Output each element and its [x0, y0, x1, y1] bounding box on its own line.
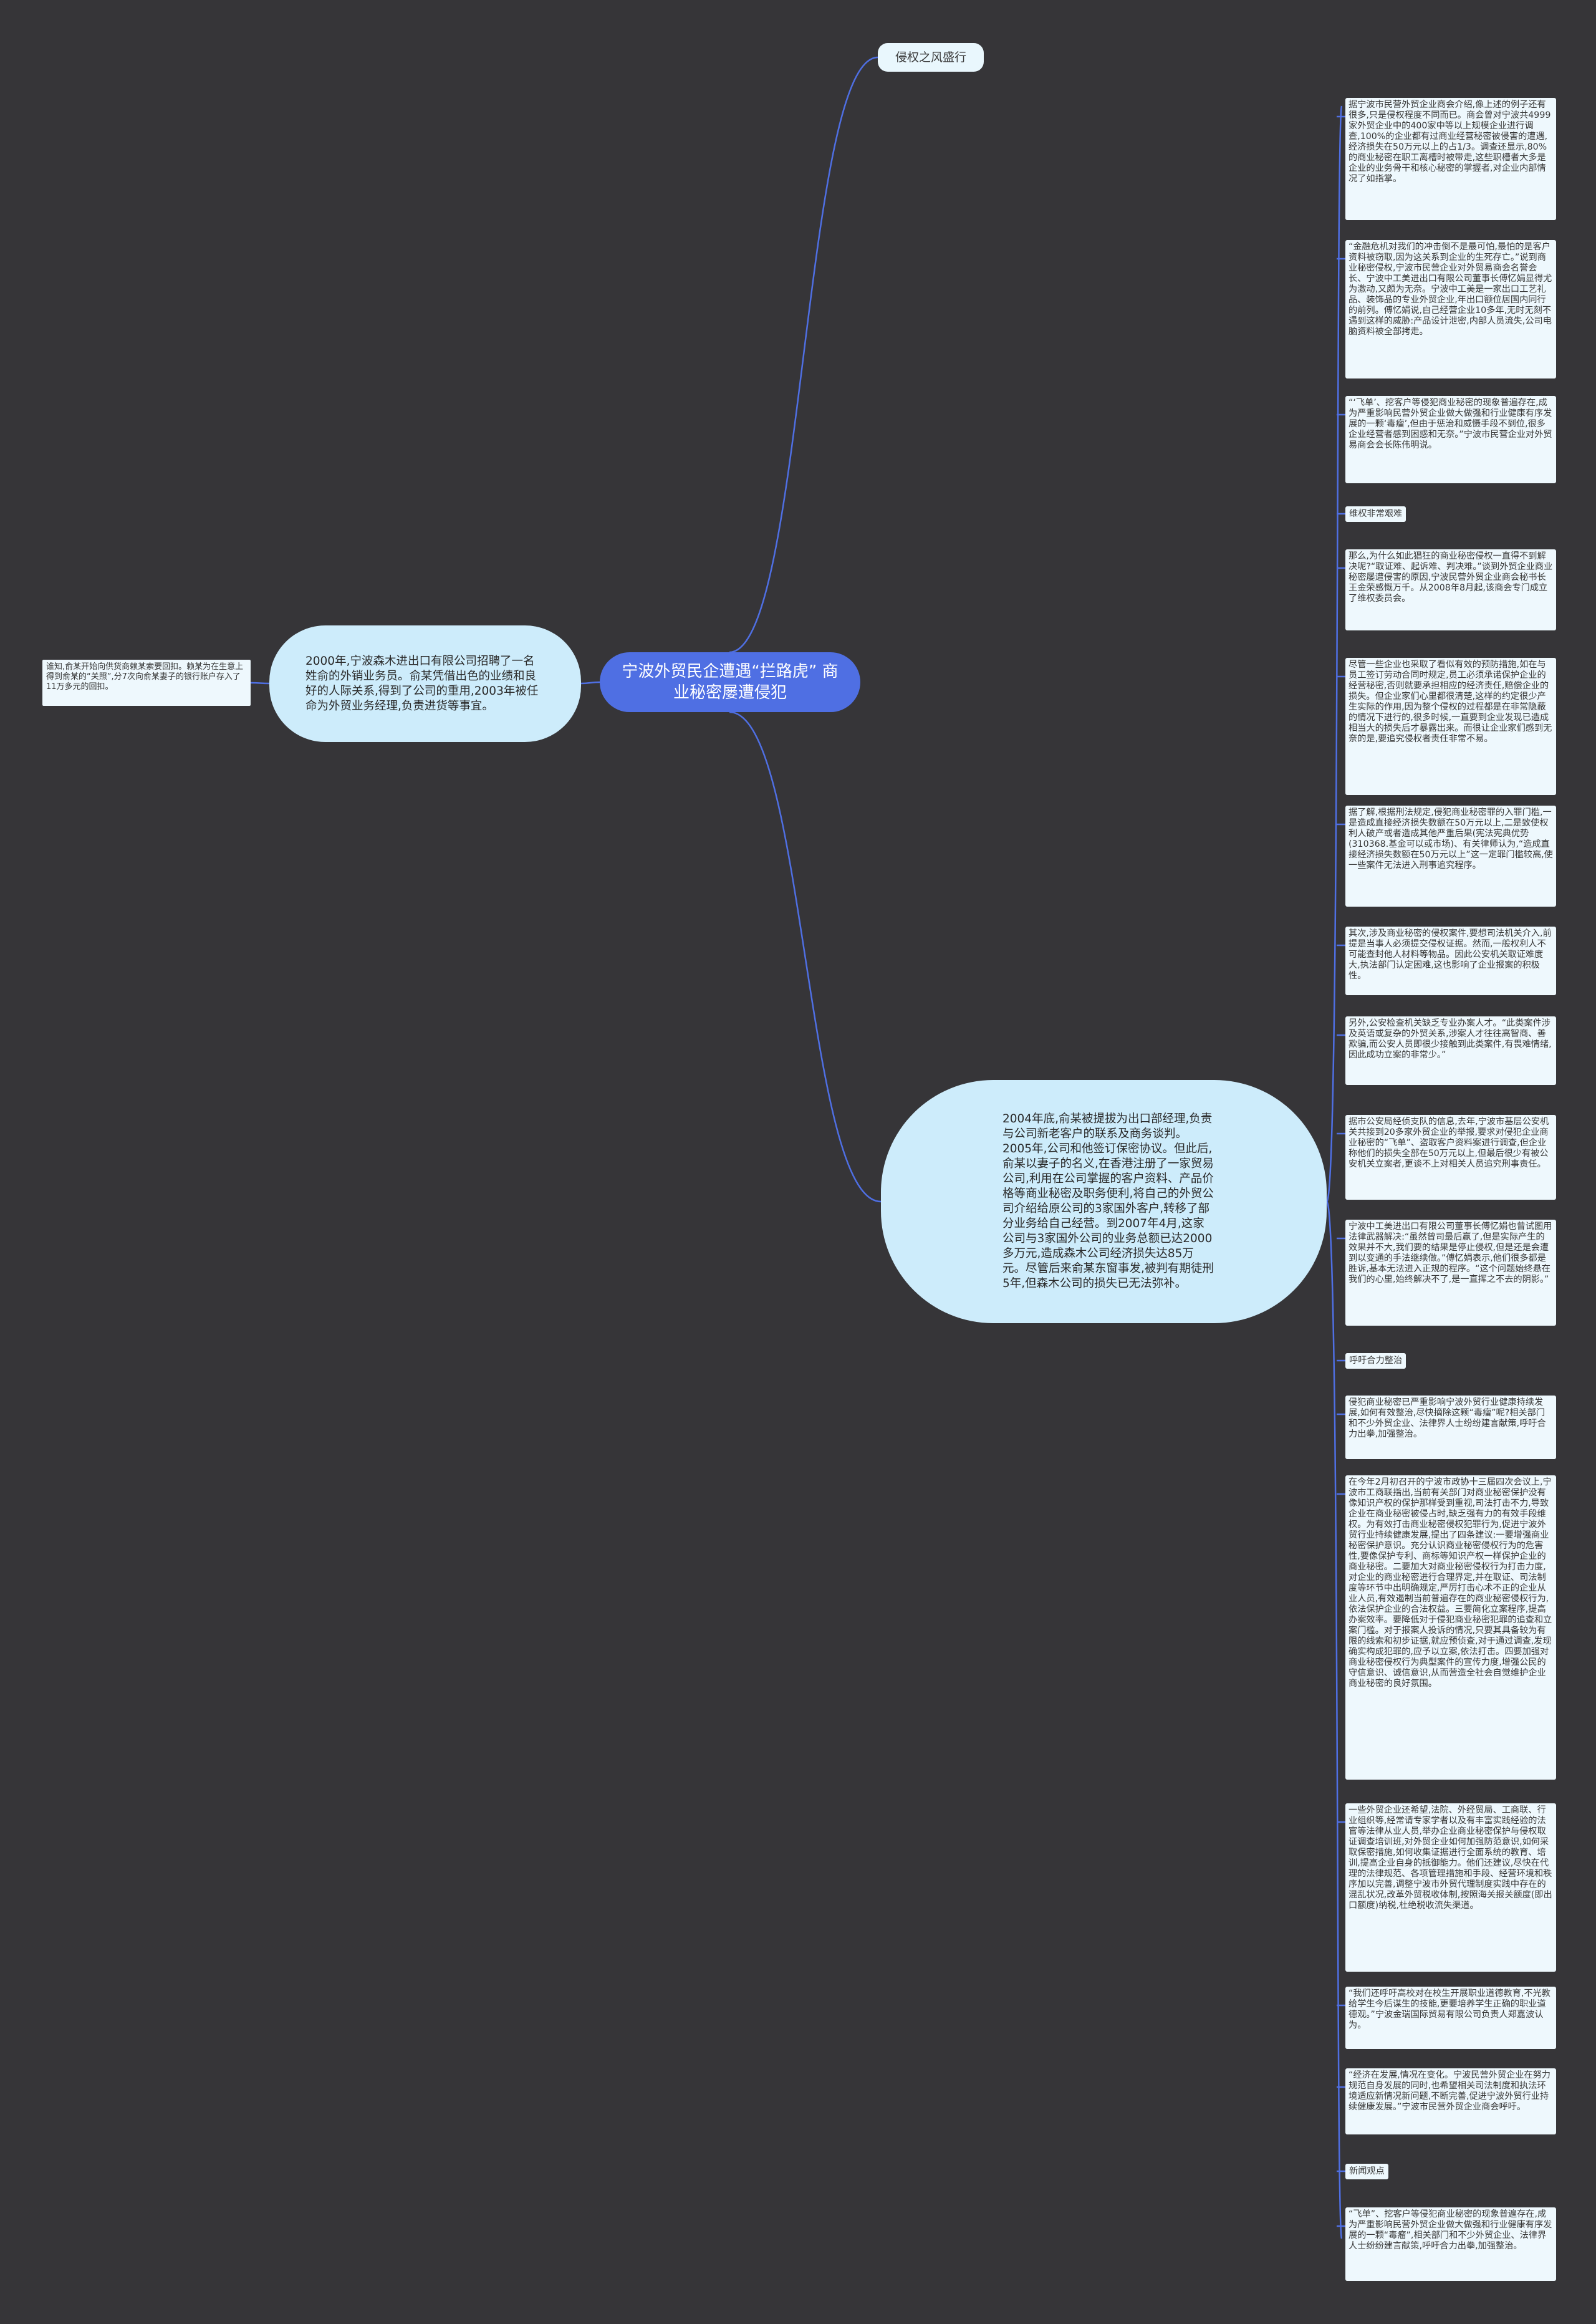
leaf-paragraph[interactable]: 据宁波市民营外贸企业商会介绍,像上述的例子还有很多,只是侵权程度不同而已。商会曾…	[1345, 98, 1556, 220]
connector-edge	[729, 56, 878, 653]
topic-yu-promoted[interactable]: 2004年底,俞某被提拔为出口部经理,负责与公司新老客户的联系及商务谈判。200…	[881, 1080, 1327, 1323]
leaf-paragraph[interactable]: 据了解,根据刑法规定,侵犯商业秘密罪的入罪门槛,一是造成直接经济损失数额在50万…	[1345, 806, 1556, 907]
leaf-text: 谁知,俞某开始向供货商赖某索要回扣。赖某为在生意上得到俞某的“关照”,分7次向俞…	[46, 662, 244, 692]
root-topic-label: 宁波外贸民企遭遇“拦路虎” 商业秘密屡遭侵犯	[622, 662, 839, 702]
leaf-paragraph[interactable]: 另外,公安检查机关缺乏专业办案人才。“此类案件涉及英语或复杂的外贸关系,涉案人才…	[1345, 1016, 1556, 1085]
leaf-kickback[interactable]: 谁知,俞某开始向供货商赖某索要回扣。赖某为在生意上得到俞某的“关照”,分7次向俞…	[42, 660, 251, 706]
leaf-heading[interactable]: 维权非常艰难	[1345, 506, 1406, 522]
leaf-heading[interactable]: 呼吁合力整治	[1345, 1353, 1406, 1369]
leaf-paragraph[interactable]: “我们还呼吁高校对在校生开展职业道德教育,不光教给学生今后谋生的技能,更要培养学…	[1345, 1987, 1556, 2049]
leaf-paragraph[interactable]: 侵犯商业秘密已严重影响宁波外贸行业健康持续发展,如何有效整治,尽快摘除这颗“毒瘤…	[1345, 1396, 1556, 1459]
topic-infringement-prevalent[interactable]: 侵权之风盛行	[878, 43, 984, 72]
leaf-paragraph[interactable]: 一些外贸企业还希望,法院、外经贸局、工商联、行业组织等,经常请专家学者以及有丰富…	[1345, 1803, 1556, 1972]
topic-label: 侵权之风盛行	[895, 51, 966, 64]
root-topic[interactable]: 宁波外贸民企遭遇“拦路虎” 商业秘密屡遭侵犯	[600, 652, 860, 712]
topic-text: 2000年,宁波森木进出口有限公司招聘了一名姓俞的外销业务员。俞某凭借出色的业绩…	[305, 654, 539, 713]
topic-text: 2004年底,俞某被提拔为出口部经理,负责与公司新老客户的联系及商务谈判。200…	[1002, 1112, 1214, 1290]
leaf-paragraph[interactable]: “金融危机对我们的冲击倒不是最可怕,最怕的是客户资料被窃取,因为这关系到企业的生…	[1345, 240, 1556, 378]
leaf-paragraph[interactable]: 在今年2月初召开的宁波市政协十三届四次会议上,宁波市工商联指出,当前有关部门对商…	[1345, 1475, 1556, 1780]
leaf-paragraph[interactable]: 据市公安局经侦支队的信息,去年,宁波市基层公安机关共接到20多家外贸企业的举报,…	[1345, 1115, 1556, 1200]
leaf-paragraph[interactable]: 尽管一些企业也采取了看似有效的预防措施,如在与员工签订劳动合同时规定,员工必须承…	[1345, 658, 1556, 795]
connector-edge	[729, 711, 882, 1203]
leaf-paragraph[interactable]: “‘飞单’、挖客户等侵犯商业秘密的现象普遍存在,成为严重影响民营外贸企业做大做强…	[1345, 396, 1556, 483]
leaf-paragraph[interactable]: 那么,为什么如此猖狂的商业秘密侵权一直得不到解决呢?“取证难、起诉难、判决难。”…	[1345, 549, 1556, 630]
leaf-heading[interactable]: 新闻观点	[1345, 2164, 1388, 2179]
leaf-paragraph[interactable]: 其次,涉及商业秘密的侵权案件,要想司法机关介入,前提是当事人必须提交侵权证据。然…	[1345, 927, 1556, 995]
leaf-paragraph[interactable]: “经济在发展,情况在变化。宁波民营外贸企业在努力规范自身发展的同时,也希望相关司…	[1345, 2068, 1556, 2134]
connector-edge	[580, 681, 600, 685]
leaf-paragraph[interactable]: 宁波中工美进出口有限公司董事长傅忆娟也曾试图用法律武器解决:“虽然曾司最后赢了,…	[1345, 1220, 1556, 1326]
topic-yu-hired[interactable]: 2000年,宁波森木进出口有限公司招聘了一名姓俞的外销业务员。俞某凭借出色的业绩…	[269, 625, 581, 742]
leaf-paragraph[interactable]: “飞单”、挖客户等侵犯商业秘密的现象普遍存在,成为严重影响民营外贸企业做大做强和…	[1345, 2207, 1556, 2281]
connector-spine	[1325, 105, 1343, 2239]
